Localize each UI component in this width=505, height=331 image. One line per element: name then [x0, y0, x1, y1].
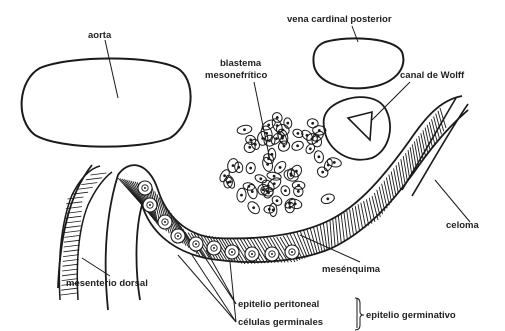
- label-epitelio-germinativo: epitelio germinativo: [366, 310, 456, 321]
- label-vena-cardinal: vena cardinal posterior: [287, 14, 392, 25]
- label-blastema: blastema: [220, 58, 262, 69]
- germ-cell: [245, 247, 259, 261]
- germ-cell: [171, 229, 185, 243]
- label-mesenterio-dorsal: mesenterio dorsal: [66, 278, 148, 289]
- canal-de-wolff-duct: [324, 97, 390, 160]
- germ-cell: [143, 198, 157, 212]
- blastema-cell: [236, 188, 246, 202]
- blastema-cell: [272, 159, 288, 175]
- label-canal-de-wolff: canal de Wolff: [400, 70, 465, 81]
- blastema-cell: [320, 193, 335, 206]
- blastema-cell: [313, 150, 324, 164]
- blastema-cell: [291, 140, 305, 152]
- germ-cell: [265, 247, 279, 261]
- label-mesenquima: mesénquima: [322, 264, 381, 275]
- germ-cell: [189, 237, 203, 251]
- label-celoma: celoma: [446, 220, 479, 231]
- label-mesonefritico: mesonefrítico: [205, 70, 267, 81]
- blastema-cell: [245, 162, 256, 175]
- blastema-cell: [236, 124, 252, 135]
- blastema-cell: [292, 181, 305, 190]
- blastema-cell: [307, 118, 319, 129]
- germ-cell: [285, 245, 299, 259]
- label-celulas-germinales: células germinales: [238, 317, 323, 328]
- germ-cell: [158, 215, 172, 229]
- blastema-cell: [279, 184, 291, 197]
- blastema-cell: [293, 185, 304, 197]
- dorsal-coelom-wall: [402, 98, 468, 196]
- blastema-cell: [315, 165, 330, 179]
- germ-cell: [138, 181, 152, 195]
- blastema-cell: [254, 173, 268, 184]
- vena-cardinal-vessel: [313, 38, 403, 88]
- blastema-cell: [246, 199, 262, 216]
- germ-cell: [225, 245, 239, 259]
- label-epitelio-peritoneal: epitelio peritoneal: [238, 299, 319, 310]
- label-aorta: aorta: [88, 30, 112, 41]
- blastema-cell: [292, 128, 305, 139]
- blastema-cell: [223, 176, 233, 188]
- blastema-cell: [270, 194, 283, 207]
- blastema-cell: [326, 157, 342, 169]
- blastema-cell: [323, 158, 334, 172]
- germ-cell: [207, 241, 221, 255]
- blastema-cell-cluster: [218, 111, 342, 217]
- aorta-vessel: [22, 58, 191, 146]
